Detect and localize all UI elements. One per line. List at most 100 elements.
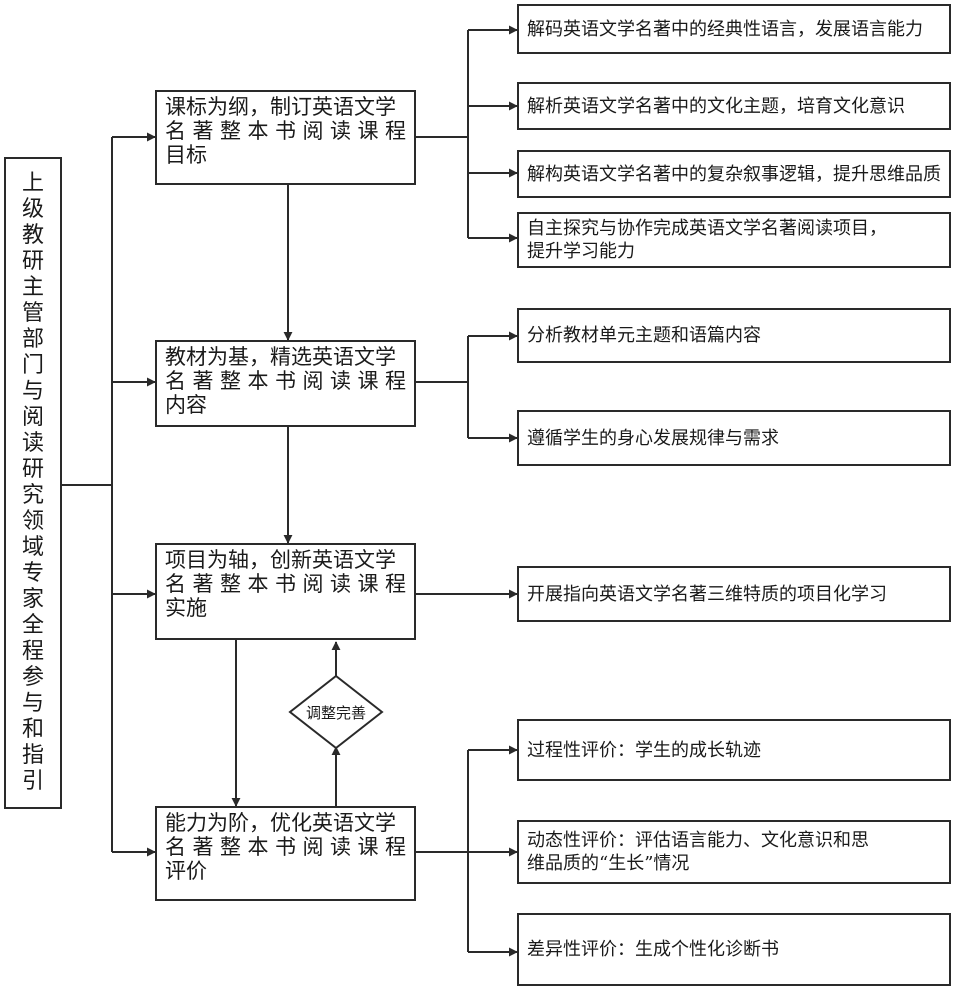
left-char: 参 <box>21 665 44 690</box>
right-box-6: 遵循学生的身心发展规律与需求 <box>517 410 951 466</box>
left-char: 与 <box>21 379 44 404</box>
right-box-4: 自主探究与协作完成英语文学名著阅读项目， 提升学习能力 <box>517 212 951 268</box>
char: 名 <box>165 572 186 596</box>
mid-box-3-line-1: 项目为轴，创新英语文学 <box>165 548 396 572</box>
right-box-7-text: 开展指向英语文学名著三维特质的项目化学习 <box>527 583 887 605</box>
mid-box-1: 课标为纲，制订英语文学 名著整本书阅读课程 目标 <box>155 90 416 185</box>
right-box-5-text: 分析教材单元主题和语篇内容 <box>527 325 761 346</box>
mid-box-2-line-3: 内容 <box>165 393 207 417</box>
char: 本 <box>247 572 269 596</box>
char: 课 <box>357 369 379 393</box>
char: 本 <box>247 369 269 393</box>
left-char: 级 <box>21 197 44 222</box>
adjust-diamond <box>288 674 384 750</box>
mid-box-3-line-3: 实施 <box>165 596 207 620</box>
right-box-9: 动态性评价：评估语言能力、文化意识和思 维品质的“生长”情况 <box>517 820 951 884</box>
char: 书 <box>275 119 296 143</box>
mid-box-3-line-2: 名著整本书阅读课程 <box>165 572 406 596</box>
char: 读 <box>330 369 351 393</box>
right-box-2: 解析英语文学名著中的文化主题，培育文化意识 <box>517 82 951 130</box>
left-char: 上 <box>21 171 44 196</box>
mid-box-4: 能力为阶，优化英语文学 名著整本书阅读课程 评价 <box>155 806 416 901</box>
char: 本 <box>247 119 269 143</box>
char: 程 <box>385 572 406 596</box>
char: 著 <box>192 572 214 596</box>
char: 程 <box>385 119 406 143</box>
left-char: 究 <box>21 483 44 508</box>
char: 课 <box>357 835 379 859</box>
char: 著 <box>192 119 214 143</box>
right-box-1: 解码英语文学名著中的经典性语言，发展语言能力 <box>517 4 951 54</box>
char: 整 <box>220 572 241 596</box>
right-box-3: 解构英语文学名著中的复杂叙事逻辑，提升思维品质 <box>517 150 951 198</box>
right-box-1-text: 解码英语文学名著中的经典性语言，发展语言能力 <box>527 18 923 40</box>
char: 阅 <box>302 119 324 143</box>
char: 读 <box>330 119 351 143</box>
char: 阅 <box>302 369 324 393</box>
left-char: 家 <box>21 587 44 612</box>
char: 书 <box>275 369 296 393</box>
right-box-2-text: 解析英语文学名著中的文化主题，培育文化意识 <box>527 95 905 117</box>
left-char: 与 <box>21 691 44 716</box>
left-char: 阅 <box>21 405 44 430</box>
char: 程 <box>385 369 406 393</box>
left-char: 指 <box>21 743 44 768</box>
char: 名 <box>165 835 186 859</box>
left-char: 专 <box>21 561 44 586</box>
right-box-6-text: 遵循学生的身心发展规律与需求 <box>527 427 779 449</box>
char: 课 <box>357 572 379 596</box>
char: 书 <box>275 572 296 596</box>
char: 名 <box>165 369 186 393</box>
char: 著 <box>192 835 214 859</box>
char: 著 <box>192 369 214 393</box>
mid-box-4-line-2: 名著整本书阅读课程 <box>165 835 406 859</box>
right-box-4-line-1: 自主探究与协作完成英语文学名著阅读项目， <box>527 218 887 239</box>
char: 书 <box>275 835 296 859</box>
mid-box-4-line-1: 能力为阶，优化英语文学 <box>165 811 396 835</box>
char: 读 <box>330 835 351 859</box>
left-char: 研 <box>21 457 44 482</box>
mid-box-2-line-1: 教材为基，精选英语文学 <box>165 345 396 369</box>
char: 课 <box>357 119 379 143</box>
mid-box-1-line-1: 课标为纲，制订英语文学 <box>165 95 396 119</box>
left-box-text: 上级教研主管部门与阅读研究领域专家全程参与和指引 <box>22 171 44 795</box>
left-char: 研 <box>21 249 44 274</box>
right-box-5: 分析教材单元主题和语篇内容 <box>517 308 951 363</box>
char: 本 <box>247 835 269 859</box>
right-box-4-line-2: 提升学习能力 <box>527 241 635 262</box>
left-char: 程 <box>21 639 44 664</box>
right-box-3-text: 解构英语文学名著中的复杂叙事逻辑，提升思维品质 <box>527 163 941 185</box>
diamond-label: 调整完善 <box>305 704 366 722</box>
left-char: 和 <box>21 717 44 742</box>
char: 读 <box>330 572 351 596</box>
char: 整 <box>220 835 241 859</box>
mid-box-2-line-2: 名著整本书阅读课程 <box>165 369 406 393</box>
left-char: 部 <box>21 327 44 352</box>
left-char: 管 <box>21 301 44 326</box>
right-box-10: 差异性评价：生成个性化诊断书 <box>517 913 951 986</box>
right-box-10-text: 差异性评价：生成个性化诊断书 <box>527 939 779 960</box>
mid-box-4-line-3: 评价 <box>165 859 207 883</box>
mid-box-3: 项目为轴，创新英语文学 名著整本书阅读课程 实施 <box>155 543 416 640</box>
left-char: 教 <box>21 223 44 248</box>
right-box-8-text: 过程性评价：学生的成长轨迹 <box>527 739 761 761</box>
left-char: 全 <box>21 613 44 638</box>
left-char: 门 <box>21 353 44 378</box>
char: 名 <box>165 119 186 143</box>
char: 阅 <box>302 835 324 859</box>
left-box: 上级教研主管部门与阅读研究领域专家全程参与和指引 <box>4 157 62 809</box>
left-char: 读 <box>21 431 44 456</box>
right-box-7: 开展指向英语文学名著三维特质的项目化学习 <box>517 566 951 622</box>
left-char: 领 <box>21 509 44 534</box>
left-char: 主 <box>21 275 44 300</box>
char: 整 <box>220 119 241 143</box>
char: 程 <box>385 835 406 859</box>
mid-box-1-line-2: 名著整本书阅读课程 <box>165 119 406 143</box>
char: 整 <box>220 369 241 393</box>
mid-box-1-line-3: 目标 <box>165 143 207 167</box>
right-box-9-line-1: 动态性评价：评估语言能力、文化意识和思 <box>527 830 869 851</box>
mid-box-2: 教材为基，精选英语文学 名著整本书阅读课程 内容 <box>155 340 416 427</box>
char: 阅 <box>302 572 324 596</box>
left-char: 域 <box>21 535 44 560</box>
